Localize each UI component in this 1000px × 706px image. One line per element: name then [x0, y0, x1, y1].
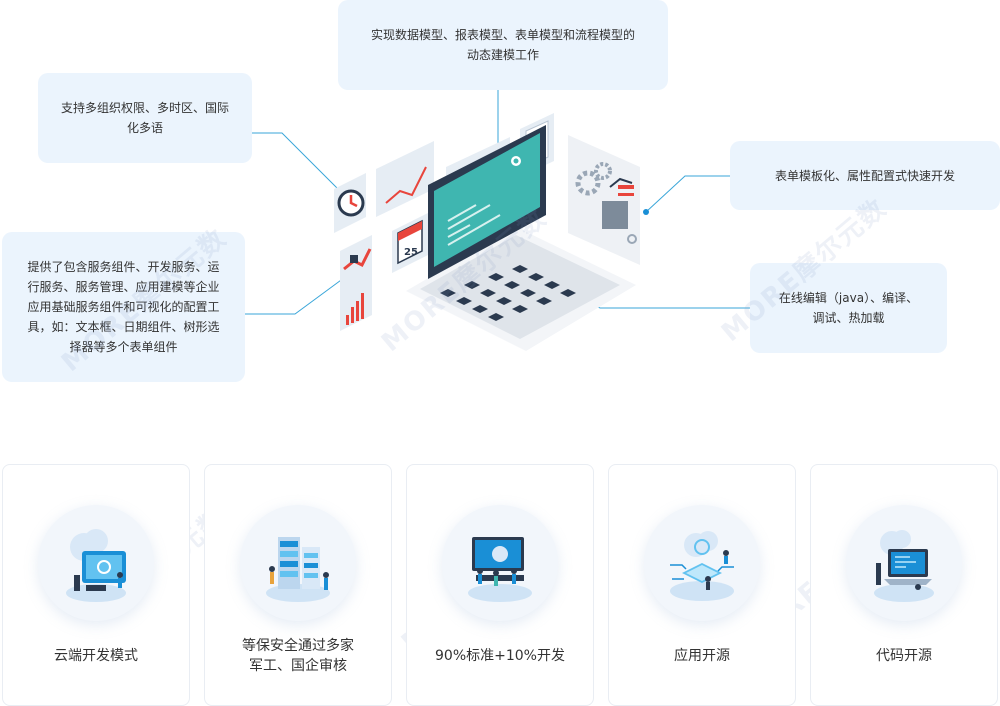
- callout-dynamic-modeling-line1: 实现数据模型、报表模型、表单模型和流程模型的: [370, 28, 635, 42]
- hero-illustration: 25: [334, 113, 640, 351]
- calendar-day-text: 25: [404, 247, 418, 258]
- callout-online-editing-line2: 调试、热加载: [812, 311, 885, 325]
- callout-form-templates-text: 表单模板化、属性配置式快速开发: [774, 168, 955, 183]
- callout-service-line5: 择器等多个表单组件: [69, 340, 178, 354]
- feature-label-code-open-source: 代码开源: [876, 648, 932, 664]
- feature-card-app-open-source[interactable]: 应用开源: [608, 464, 796, 706]
- line-chart-panel-icon: [376, 141, 434, 217]
- laptop-icon: [406, 125, 636, 351]
- callout-service-line4: 具，如：文本框、日期组件、树形选: [27, 320, 220, 334]
- callout-online-editing-line1: 在线编辑（java）、编译、: [778, 291, 919, 305]
- callout-multi-org-line2: 化多语: [126, 121, 163, 135]
- feature-label-security-line1: 等保安全通过多家: [242, 638, 354, 654]
- callout-dynamic-modeling-line2: 动态建模工作: [466, 48, 539, 62]
- feature-label-cloud-dev: 云端开发模式: [54, 648, 138, 664]
- callout-multi-org: 支持多组织权限、多时区、国际 化多语: [38, 73, 252, 163]
- gear-panel-icon: [568, 135, 640, 265]
- feature-card-code-open-source[interactable]: 代码开源: [810, 464, 998, 706]
- callout-multi-org-line1: 支持多组织权限、多时区、国际: [60, 101, 229, 115]
- callout-service-line2: 行服务、服务管理、应用建模等企业: [27, 280, 220, 294]
- callout-form-templates: 表单模板化、属性配置式快速开发: [730, 141, 1000, 210]
- team-laptop-icon: [442, 505, 558, 621]
- feature-card-security[interactable]: 等保安全通过多家 军工、国企审核: [204, 464, 392, 706]
- growth-chart-panel-icon: [340, 235, 372, 331]
- feature-card-cloud-dev[interactable]: 云端开发模式: [2, 464, 190, 706]
- feature-label-security-line2: 军工、国企审核: [249, 658, 347, 674]
- callout-online-editing: 在线编辑（java）、编译、 调试、热加载: [750, 263, 947, 353]
- cloud-monitor-icon: [38, 505, 154, 621]
- callout-service-line1: 提供了包含服务组件、开发服务、运: [27, 260, 220, 274]
- feature-label-app-open-source: 应用开源: [674, 648, 730, 664]
- callout-service-components: 提供了包含服务组件、开发服务、运 行服务、服务管理、应用建模等企业 应用基础服务…: [2, 232, 245, 382]
- clock-panel-icon: [334, 173, 366, 233]
- callout-dynamic-modeling: 实现数据模型、报表模型、表单模型和流程模型的 动态建模工作: [338, 0, 668, 90]
- feature-label-standard: 90%标准+10%开发: [435, 648, 565, 664]
- feature-card-standard[interactable]: 90%标准+10%开发: [406, 464, 594, 706]
- callout-service-line3: 应用基础服务组件和可视化的配置工: [27, 300, 220, 314]
- code-laptop-icon: [846, 505, 962, 621]
- cloud-circuit-icon: [644, 505, 760, 621]
- server-rack-icon: [240, 505, 356, 621]
- calendar-panel-icon: 25: [392, 213, 428, 273]
